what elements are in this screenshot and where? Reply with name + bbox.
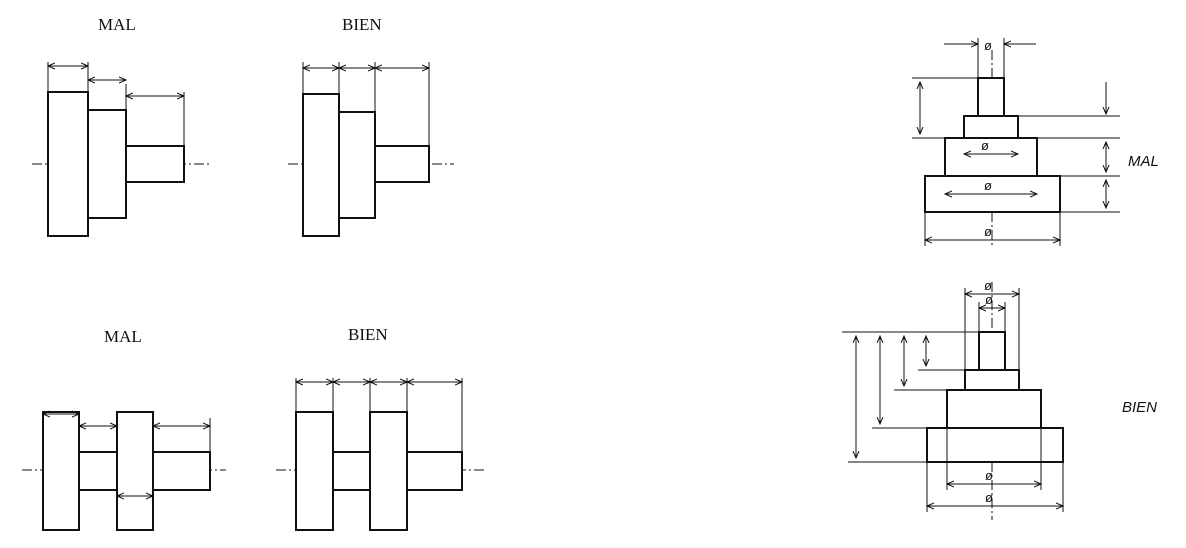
small-step (963, 115, 1019, 139)
top-pin (978, 331, 1006, 371)
panel-stepped-part-wrong: MAL ø ø ø ø (912, 38, 1159, 248)
shaft-flange (47, 91, 89, 237)
label-bien-3: BIEN (1122, 399, 1157, 416)
shaft-pin (374, 145, 430, 183)
diameter-symbol: ø (985, 292, 993, 307)
dimensions: ø ø ø ø (912, 38, 1120, 246)
connecting-shaft (332, 451, 371, 491)
shaft-middle-step (87, 109, 127, 219)
shaft-end (152, 451, 211, 491)
label-mal-3: MAL (1128, 153, 1159, 170)
panel-stepped-part-right: BIEN ø ø ø (842, 278, 1157, 520)
shaft-flange (302, 93, 340, 237)
diameter-symbol: ø (984, 278, 992, 293)
right-collar (116, 411, 154, 531)
panel-double-collar-wrong: MAL (22, 327, 226, 531)
small-step (964, 369, 1020, 391)
shaft-pin (125, 145, 185, 183)
chain-dimensions (43, 414, 210, 496)
label-mal-2: MAL (104, 327, 142, 346)
label-mal-1: MAL (98, 15, 136, 34)
panel-double-collar-right: BIEN (276, 325, 486, 531)
chain-dimensions (48, 62, 184, 146)
dimensions: ø ø ø ø (842, 278, 1063, 512)
connecting-shaft (78, 451, 118, 491)
diameter-symbol: ø (984, 38, 992, 53)
panel-stepped-shaft-wrong: MAL (32, 15, 210, 237)
label-bien-2: BIEN (348, 325, 388, 344)
baseline-dimensions (303, 62, 429, 146)
shaft-middle-step (338, 111, 376, 219)
left-collar (295, 411, 334, 531)
baseline-dimensions (296, 378, 462, 452)
panel-stepped-shaft-right: BIEN (288, 15, 454, 237)
shaft-end (406, 451, 463, 491)
left-collar (42, 411, 80, 531)
diameter-symbol: ø (985, 468, 993, 483)
diameter-symbol: ø (981, 138, 989, 153)
diameter-symbol: ø (984, 224, 992, 239)
label-bien-1: BIEN (342, 15, 382, 34)
diameter-symbol: ø (984, 178, 992, 193)
base-step (926, 427, 1064, 463)
middle-step (944, 137, 1038, 177)
top-pin (977, 77, 1005, 117)
diameter-symbol: ø (985, 490, 993, 505)
right-collar (369, 411, 408, 531)
middle-step (946, 389, 1042, 429)
